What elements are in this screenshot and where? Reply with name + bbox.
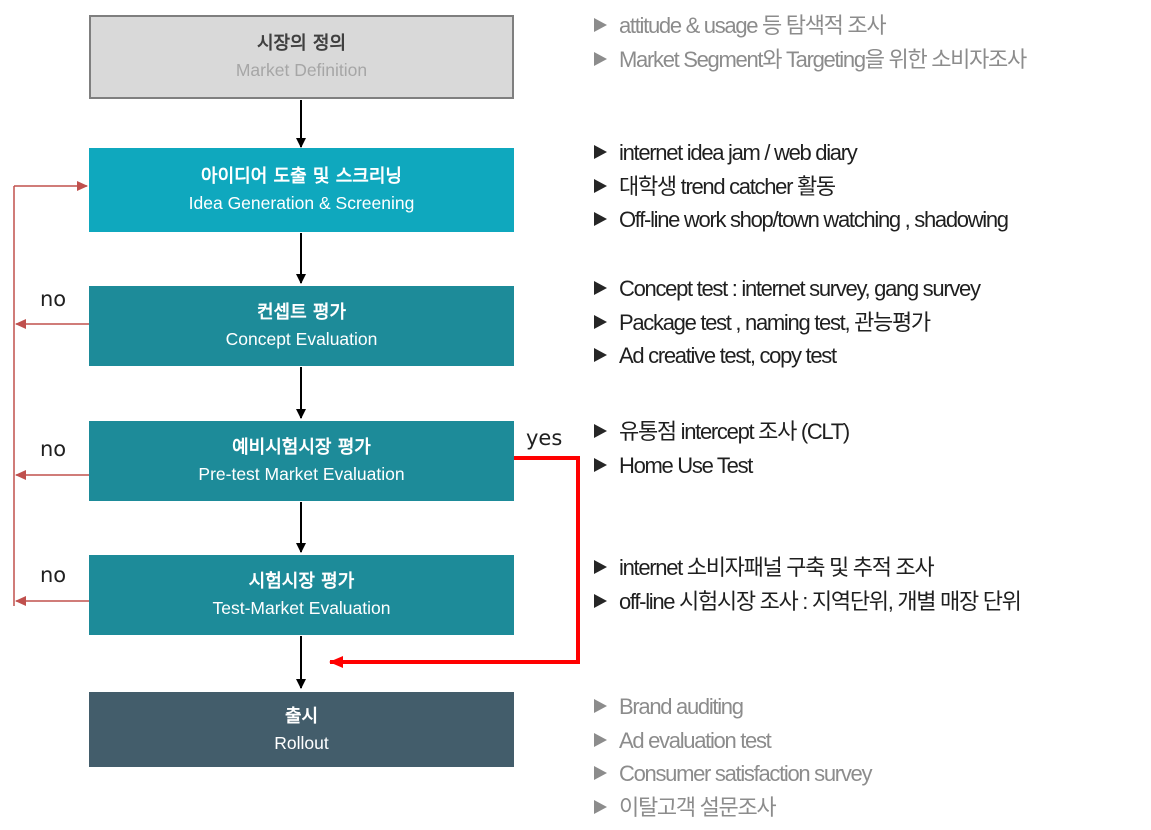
bullets-concept-evaluation: Concept test : internet survey, gang sur…: [594, 272, 981, 373]
step-title-en: Idea Generation & Screening: [188, 193, 415, 213]
triangle-bullet-icon: [594, 51, 607, 66]
list-item: Concept test : internet survey, gang sur…: [594, 272, 981, 306]
list-item: internet 소비자패널 구축 및 추적 조사: [594, 551, 1021, 585]
list-item: internet idea jam / web diary: [594, 136, 1008, 170]
step-title-en: Pre-test Market Evaluation: [198, 464, 405, 484]
step-concept-evaluation: 컨셉트 평가 Concept Evaluation: [89, 286, 514, 366]
triangle-bullet-icon: [594, 212, 607, 226]
triangle-bullet-icon: [594, 766, 607, 780]
bullets-idea-generation: internet idea jam / web diary 대학생 trend …: [594, 136, 1009, 237]
triangle-bullet-icon: [594, 281, 607, 295]
step-title-en: Test-Market Evaluation: [212, 598, 391, 618]
step-title-ko: 시험시장 평가: [248, 571, 355, 592]
triangle-bullet-icon: [594, 560, 607, 574]
triangle-bullet-icon: [594, 457, 607, 472]
triangle-bullet-icon: [594, 314, 607, 329]
list-item: off-line 시험시장 조사 : 지역단위, 개별 매장 단위: [594, 585, 1022, 619]
step-market-definition: 시장의 정의 Market Definition: [89, 15, 514, 99]
list-item: Ad evaluation test: [594, 724, 871, 758]
step-rollout: 출시 Rollout: [89, 692, 514, 767]
list-item: Consumer satisfaction survey: [594, 757, 872, 791]
triangle-bullet-icon: [594, 424, 607, 438]
list-item: attitude & usage 등 탐색적 조사: [594, 9, 1026, 43]
bullets-test-market: internet 소비자패널 구축 및 추적 조사 off-line 시험시장 …: [594, 551, 1022, 619]
list-item: Ad creative test, copy test: [594, 339, 980, 373]
yes-label: yes: [526, 426, 563, 450]
step-title-ko: 시장의 정의: [256, 33, 347, 54]
bullets-rollout: Brand auditing Ad evaluation test Consum…: [594, 690, 872, 825]
step-test-market-evaluation: 시험시장 평가 Test-Market Evaluation: [89, 555, 514, 635]
triangle-bullet-icon: [594, 799, 607, 814]
list-item: 대학생 trend catcher 활동: [594, 170, 1008, 204]
step-title-ko: 아이디어 도출 및 스크리닝: [201, 166, 402, 187]
step-title-ko: 예비시험시장 평가: [232, 437, 371, 458]
yes-arrow-path: [329, 456, 580, 668]
list-item: Package test , naming test, 관능평가: [594, 306, 980, 340]
triangle-bullet-icon: [594, 18, 607, 32]
step-title-ko: 컨셉트 평가: [256, 302, 347, 323]
list-item: Home Use Test: [594, 449, 849, 483]
no-label-pretest: no: [40, 437, 67, 461]
step-idea-generation: 아이디어 도출 및 스크리닝 Idea Generation & Screeni…: [89, 148, 514, 232]
step-title-en: Rollout: [274, 732, 329, 753]
step-title-ko: 출시: [284, 705, 319, 727]
triangle-bullet-icon: [594, 348, 607, 362]
bullets-pretest-market: 유통점 intercept 조사 (CLT) Home Use Test: [594, 415, 850, 483]
no-label-concept: no: [40, 287, 67, 311]
step-pretest-market-evaluation: 예비시험시장 평가 Pre-test Market Evaluation: [89, 421, 514, 501]
list-item: Brand auditing: [594, 690, 871, 724]
bullets-market-definition: attitude & usage 등 탐색적 조사 Market Segment…: [594, 9, 1027, 77]
triangle-bullet-icon: [594, 178, 607, 193]
list-item: 이탈고객 설문조사: [594, 791, 871, 825]
step-title-en: Concept Evaluation: [225, 329, 378, 349]
triangle-bullet-icon: [594, 593, 607, 608]
list-item: Off-line work shop/town watching , shado…: [594, 203, 1009, 237]
triangle-bullet-icon: [594, 145, 607, 159]
triangle-bullet-icon: [594, 732, 607, 747]
list-item: 유통점 intercept 조사 (CLT): [594, 415, 850, 449]
step-title-en: Market Definition: [235, 60, 368, 80]
triangle-bullet-icon: [594, 699, 607, 713]
list-item: Market Segment와 Targeting을 위한 소비자조사: [594, 43, 1027, 77]
no-label-testmarket: no: [40, 563, 67, 587]
